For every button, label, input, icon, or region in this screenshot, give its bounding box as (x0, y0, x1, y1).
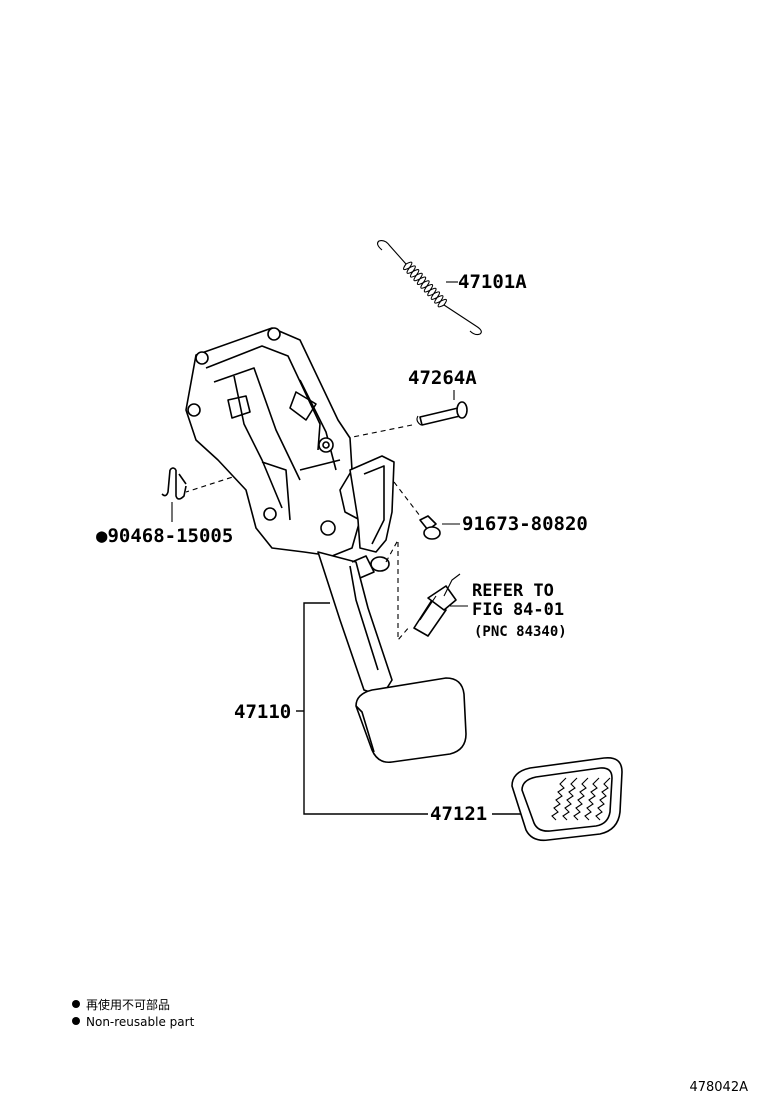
refer-to-line1[interactable]: REFER TO (472, 581, 554, 601)
legend-bullet-ja (72, 1000, 80, 1008)
return-spring-drawing (377, 240, 482, 336)
non-reusable-marker: ● (96, 525, 108, 547)
pedal-bracket-drawing (185, 327, 395, 697)
tread-rib (551, 777, 567, 821)
part-label-47264a[interactable]: 47264A (408, 367, 477, 389)
tread-rib (595, 777, 611, 821)
pivot-pin-drawing (416, 401, 468, 426)
bolt-dashed-line (393, 481, 421, 517)
pedal-pad-on-arm-drawing (355, 677, 467, 764)
assembly-bracket-line (303, 602, 428, 815)
tread-rib (573, 777, 589, 821)
tread-rib (562, 777, 578, 821)
tread-rib (584, 777, 600, 821)
refer-to-line2[interactable]: FIG 84-01 (472, 600, 564, 620)
refer-to-line3: (PNC 84340) (474, 624, 567, 640)
legend-english: Non-reusable part (86, 1015, 195, 1029)
part-label-47121[interactable]: 47121 (430, 803, 487, 825)
pin-dashed-line (337, 424, 413, 441)
switch-dashed-leader (385, 539, 411, 642)
part-label-90468-15005[interactable]: ●90468-15005 (96, 525, 233, 547)
legend-japanese: 再使用不可部品 (86, 997, 170, 1012)
stop-lamp-switch-drawing (413, 573, 461, 637)
clip-drawing (161, 467, 187, 500)
part-label-47101a[interactable]: 47101A (458, 271, 527, 293)
legend-bullet-en (72, 1017, 80, 1025)
part-label-47110[interactable]: 47110 (234, 701, 291, 723)
part-label-91673-80820[interactable]: 91673-80820 (462, 513, 588, 535)
pedal-pad-part-drawing (511, 756, 623, 842)
bolt-drawing (419, 515, 441, 540)
figure-id: 478042A (689, 1080, 748, 1095)
